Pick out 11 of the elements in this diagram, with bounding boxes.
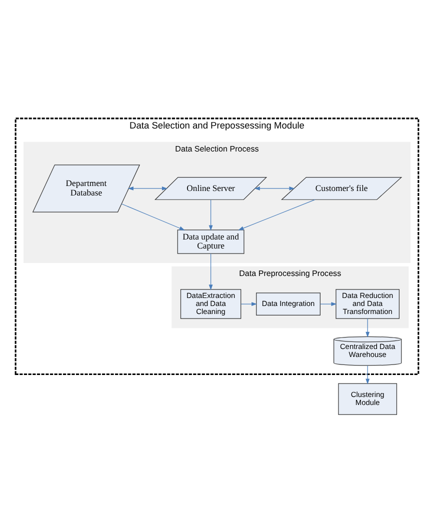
- arrow: [320, 302, 337, 306]
- node-box: Data update and Capture: [177, 229, 244, 254]
- arrow: [254, 186, 295, 190]
- arrow: [366, 318, 370, 337]
- arrow: [128, 186, 168, 190]
- arrow: [240, 302, 258, 306]
- arrow: [208, 199, 213, 230]
- arrow: [238, 198, 316, 230]
- arrow: [121, 203, 185, 230]
- arrow: [366, 364, 370, 384]
- arrow: [208, 252, 213, 290]
